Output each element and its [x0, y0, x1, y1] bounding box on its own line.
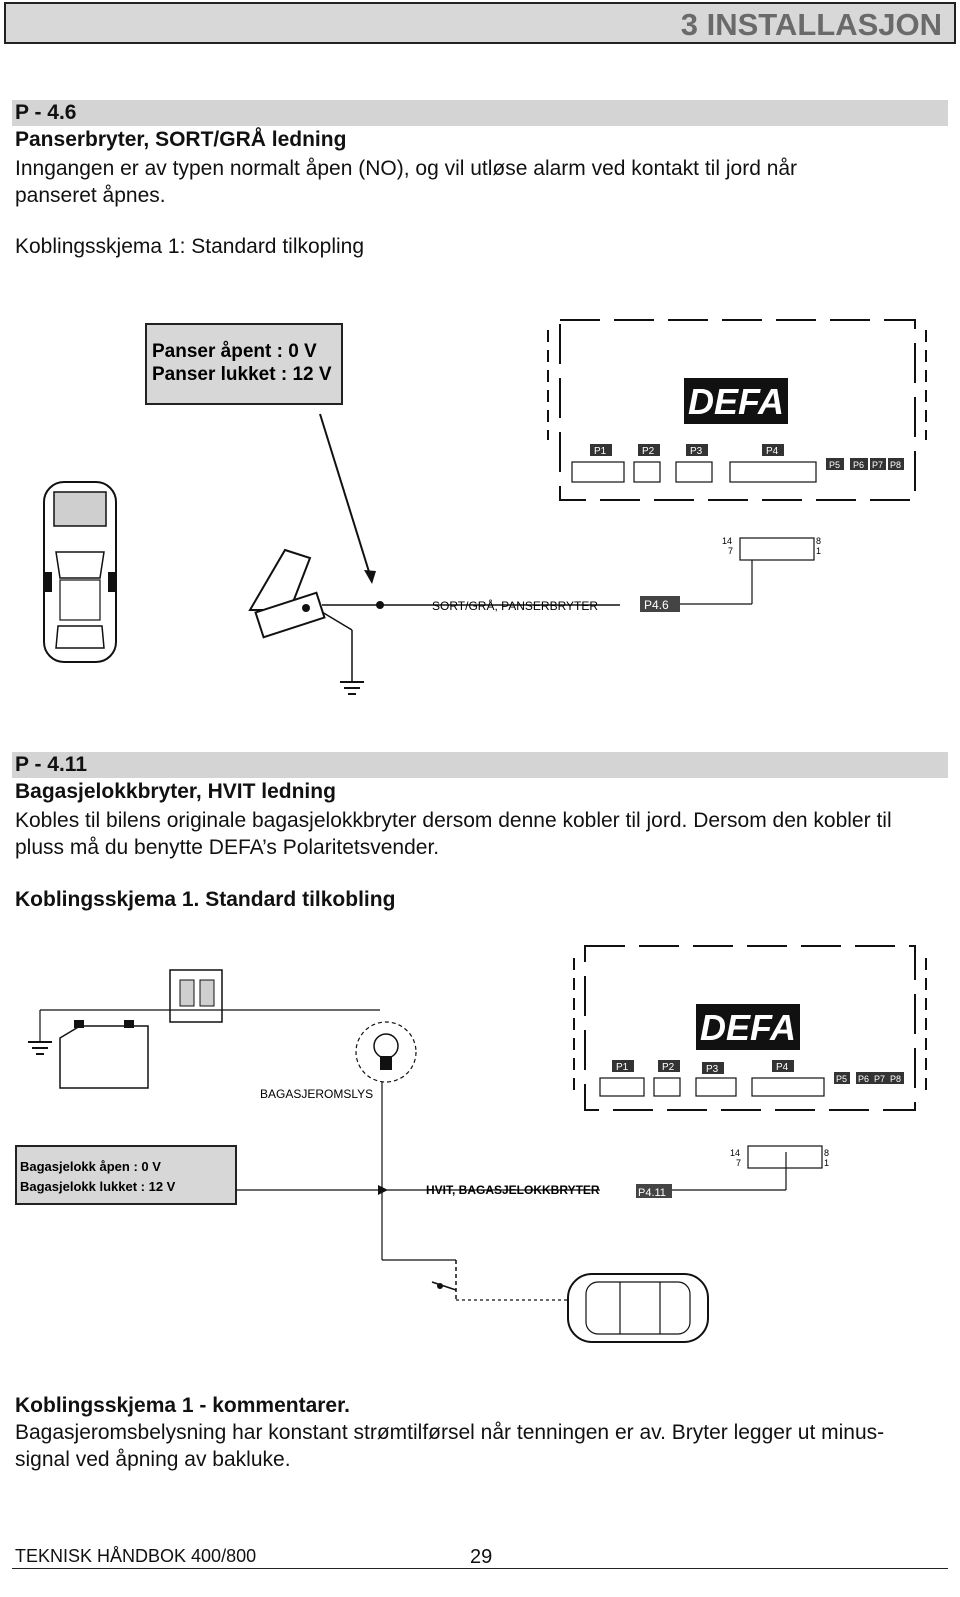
page-number: 29 — [470, 1546, 493, 1568]
wire-label: SORT/GRÅ, PANSERBRYTER — [432, 598, 598, 613]
svg-text:P2: P2 — [642, 446, 655, 457]
svg-text:1: 1 — [816, 546, 821, 556]
section-bar — [12, 100, 948, 126]
svg-text:P8: P8 — [890, 1074, 901, 1084]
brand-logo: DEFA — [688, 381, 784, 422]
svg-text:P6: P6 — [853, 460, 864, 470]
trunk-switch-diagram: BAGASJEROMSLYS Bagasjelokk åpen : 0 V Ba… — [15, 945, 927, 1343]
svg-text:P3: P3 — [690, 446, 703, 457]
section-bar — [12, 752, 948, 778]
status-closed: Panser lukket : 12 V — [152, 364, 332, 385]
svg-text:8: 8 — [816, 536, 821, 546]
svg-text:14: 14 — [722, 536, 732, 546]
pin-label: P4.11 — [638, 1187, 666, 1199]
svg-text:P6: P6 — [858, 1074, 869, 1084]
pin-label: P4.6 — [644, 598, 669, 612]
svg-text:8: 8 — [824, 1148, 829, 1158]
section-text: Kobles til bilens originale bagasjelokkb… — [15, 809, 892, 859]
diagram-title: Koblingsskjema 1. Standard tilkobling — [15, 888, 396, 911]
chapter-title: 3 INSTALLASJON — [680, 7, 942, 42]
svg-text:7: 7 — [728, 546, 733, 556]
wire-label: HVIT, BAGASJELOKKBRYTER — [426, 1183, 600, 1197]
svg-text:P8: P8 — [890, 460, 901, 470]
svg-text:14: 14 — [730, 1148, 740, 1158]
light-label: BAGASJEROMSLYS — [260, 1087, 373, 1101]
ground-icon — [340, 681, 364, 695]
chapter-header: 3 INSTALLASJON — [4, 2, 956, 44]
defa-unit: DEFA P1 P2 P3 P4 P5 P6 P7 P8 14 8 7 1 — [547, 319, 927, 561]
svg-text:P1: P1 — [616, 1062, 629, 1073]
section-title: Panserbryter, SORT/GRÅ ledning — [15, 128, 347, 151]
svg-text:P5: P5 — [829, 460, 840, 470]
svg-text:P7: P7 — [872, 460, 883, 470]
status-closed: Bagasjelokk lukket : 12 V — [20, 1179, 176, 1194]
status-open: Panser åpent : 0 V — [152, 341, 317, 362]
diagram-title: Koblingsskjema 1: Standard tilkopling — [15, 235, 365, 258]
trunk-switch-icon — [431, 1260, 457, 1300]
car-side-view-icon — [567, 1273, 709, 1343]
svg-text:7: 7 — [736, 1158, 741, 1168]
defa-unit: DEFA P1 P2 P3 P4 P5 P6 P7 P8 14 8 7 1 — [573, 945, 927, 1169]
battery-icon — [59, 1020, 149, 1089]
svg-text:P4: P4 — [766, 446, 779, 457]
section-text: Inngangen er av typen normalt åpen (NO),… — [15, 157, 798, 207]
light-bulb-icon — [355, 1021, 417, 1083]
brand-logo: DEFA — [700, 1007, 796, 1048]
ground-icon — [28, 1041, 52, 1055]
hood-switch-diagram: Panser åpent : 0 V Panser lukket : 12 V … — [43, 319, 927, 695]
svg-text:P7: P7 — [874, 1074, 885, 1084]
fuse-icon — [169, 969, 223, 1023]
svg-text:P3: P3 — [706, 1064, 719, 1075]
status-open: Bagasjelokk åpen : 0 V — [20, 1159, 161, 1174]
section-code: P - 4.11 — [15, 753, 88, 776]
footer-rule — [12, 1568, 948, 1569]
svg-text:P4: P4 — [776, 1062, 789, 1073]
svg-text:1: 1 — [824, 1158, 829, 1168]
footer-manual: TEKNISK HÅNDBOK 400/800 — [15, 1546, 257, 1566]
svg-text:P2: P2 — [662, 1062, 675, 1073]
svg-text:P5: P5 — [836, 1074, 847, 1084]
comments-title: Koblingsskjema 1 - kommentarer. — [15, 1394, 350, 1417]
section-title: Bagasjelokkbryter, HVIT ledning — [15, 780, 336, 803]
comments-text: Bagasjeromsbelysning har konstant strømt… — [15, 1421, 885, 1471]
svg-text:P1: P1 — [594, 446, 607, 457]
car-top-view-icon — [43, 481, 117, 663]
section-code: P - 4.6 — [15, 101, 77, 124]
hood-switch-icon — [248, 548, 326, 639]
